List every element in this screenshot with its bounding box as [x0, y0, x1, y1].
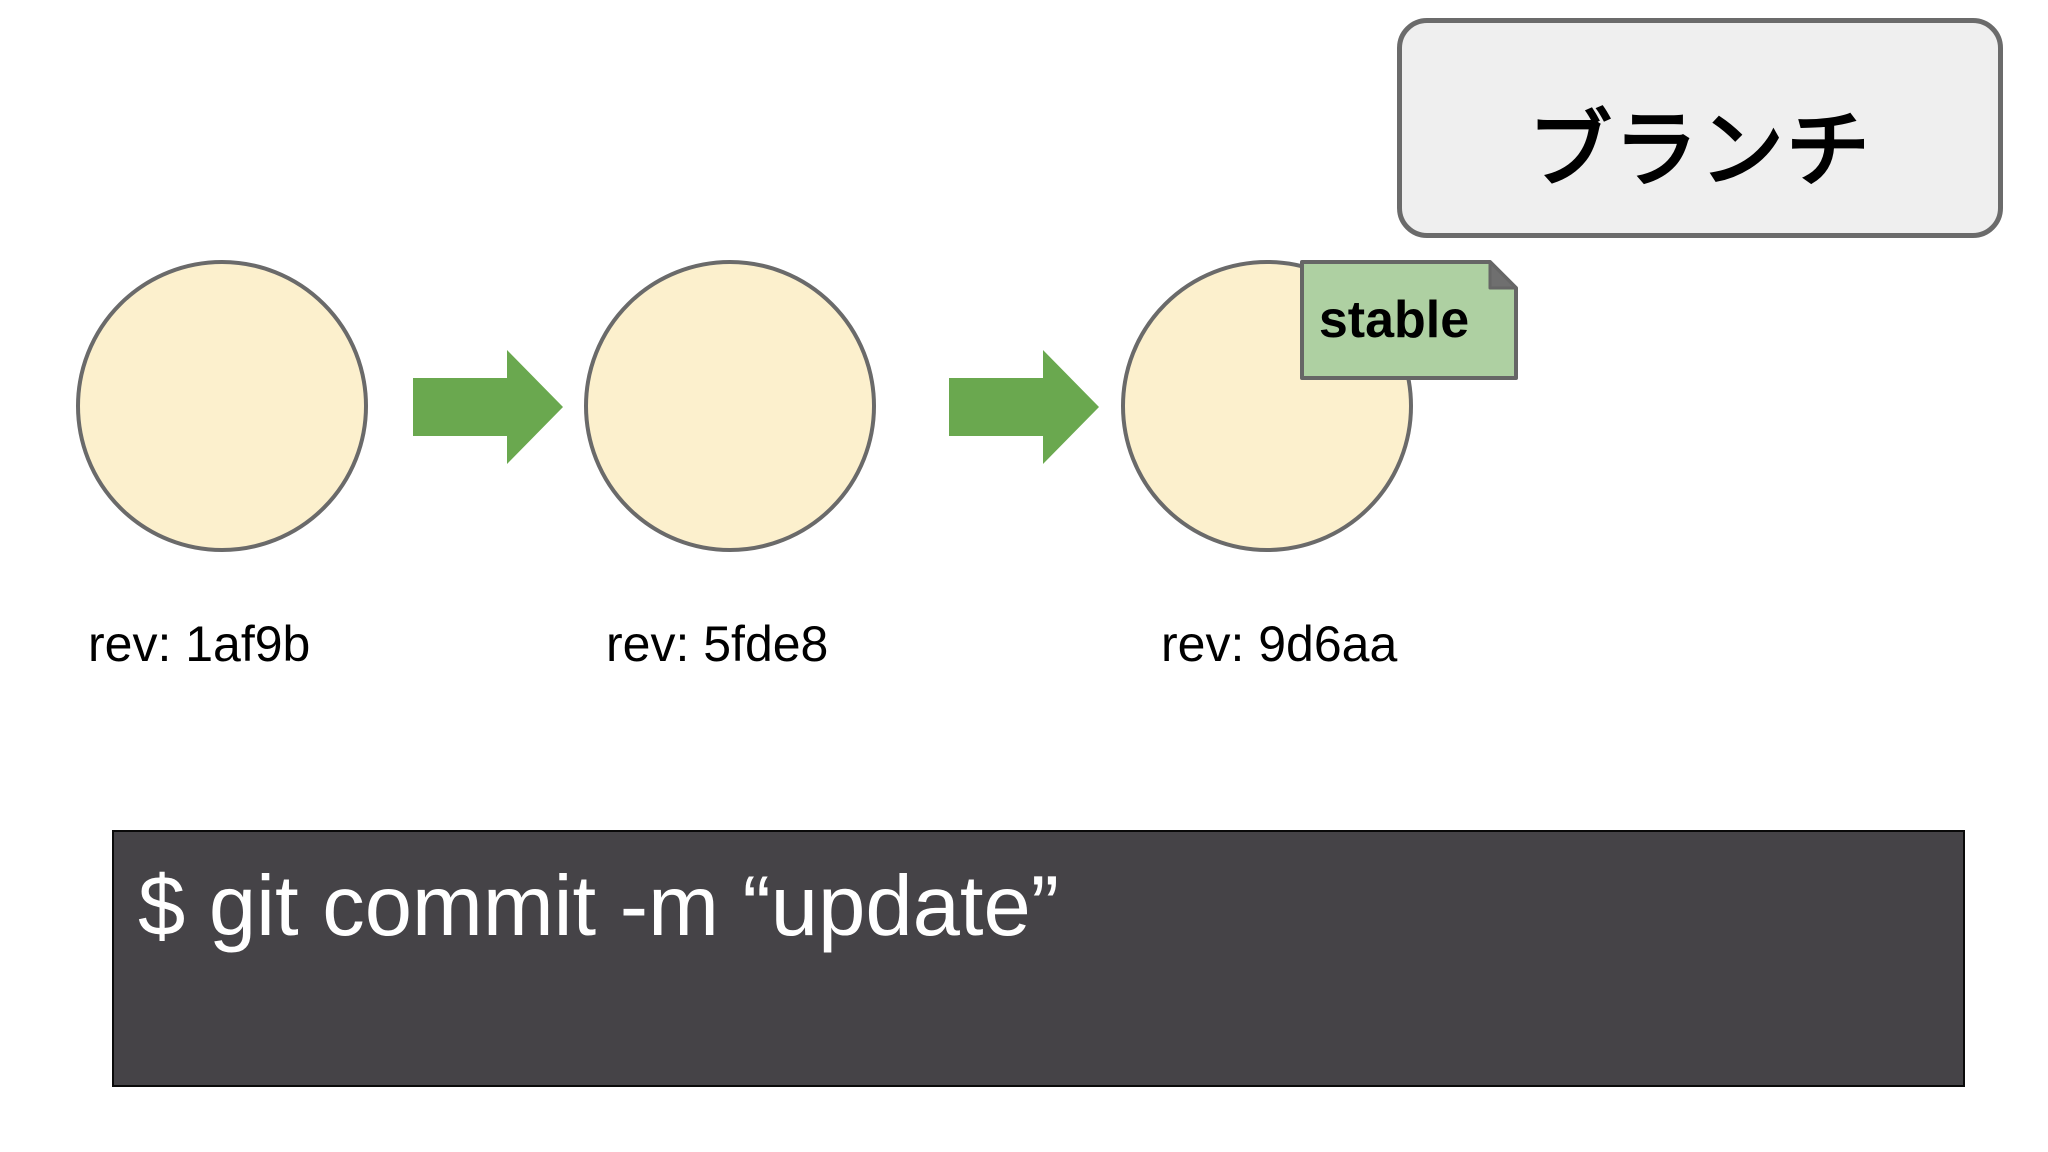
- sticky-note-icon: [1300, 260, 1518, 380]
- arrow-right-icon: [949, 350, 1099, 464]
- arrow-right-icon: [413, 350, 563, 464]
- commit-rev-label: rev: 1af9b: [88, 616, 311, 672]
- commit-rev-label: rev: 9d6aa: [1161, 616, 1398, 672]
- branch-title: ブランチ: [1527, 104, 1872, 198]
- commit-node-1: [76, 260, 368, 552]
- terminal-panel: $ git commit -m “update”: [112, 830, 1965, 1087]
- commit-node-2: [584, 260, 876, 552]
- folded-corner-icon: [1488, 260, 1518, 290]
- branch-tag: stable: [1300, 260, 1518, 380]
- branch-tag-label: stable: [1318, 291, 1470, 349]
- commit-rev-label: rev: 5fde8: [606, 616, 829, 672]
- terminal-command: $ git commit -m “update”: [138, 859, 1060, 954]
- branch-title-box: ブランチ: [1397, 18, 2003, 238]
